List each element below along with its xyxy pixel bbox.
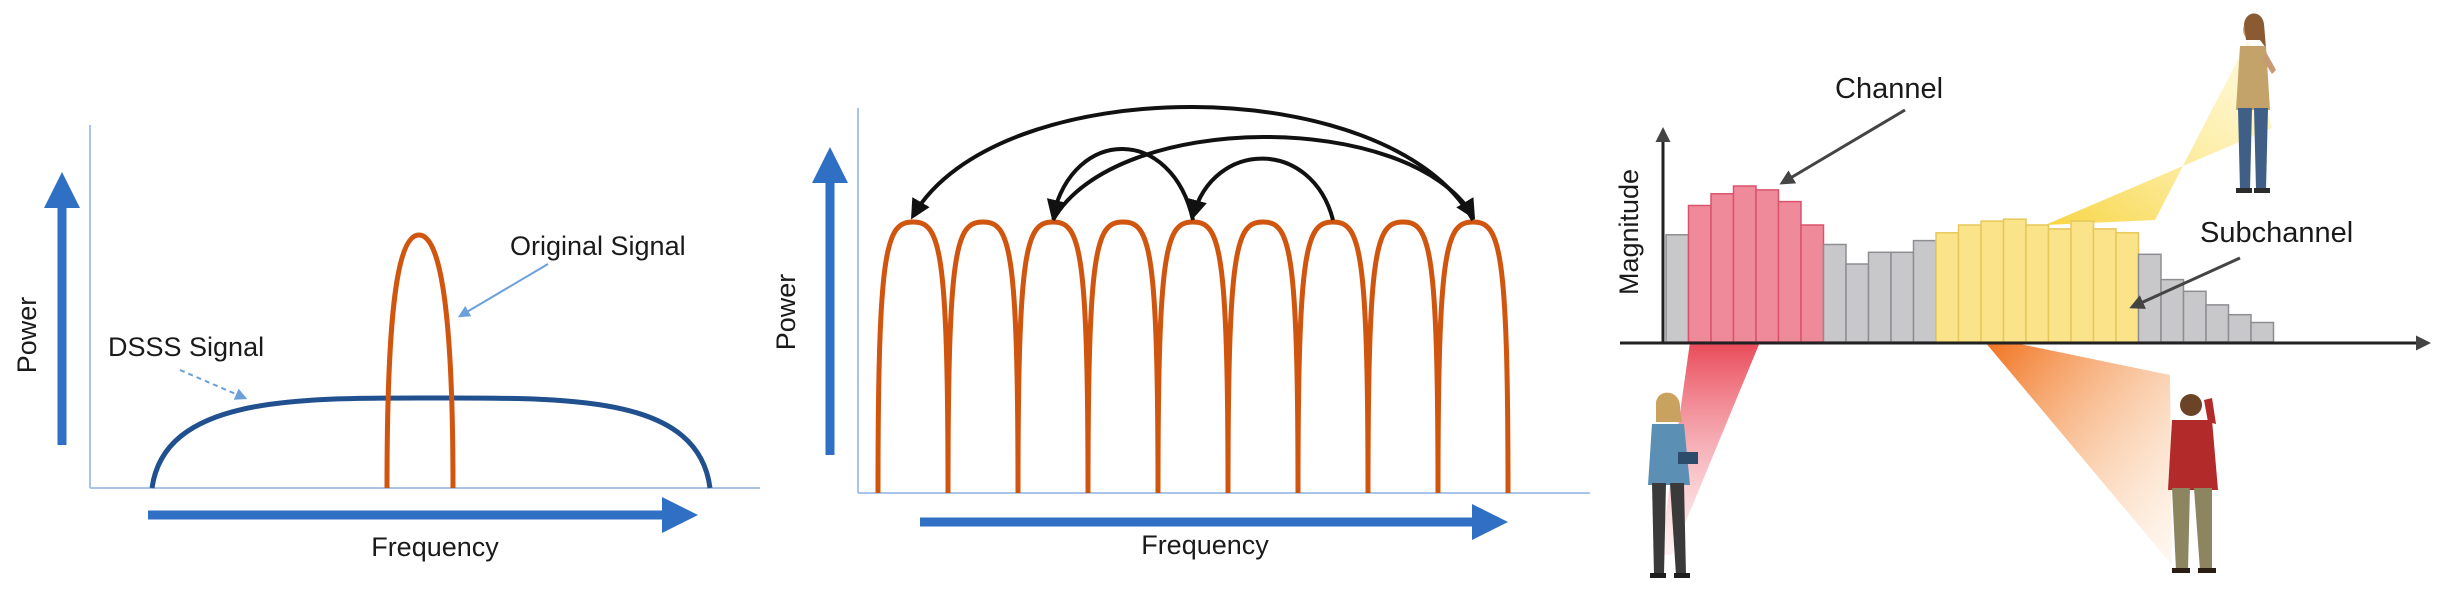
ofdma-bar-1 <box>1665 234 1690 343</box>
fhss-carrier-7 <box>1295 219 1371 494</box>
fhss-hops <box>910 105 1476 221</box>
ofdma-bar-21 <box>2115 232 2140 343</box>
ofdma-bar-17 <box>2025 224 2050 343</box>
subchannel-label: Subchannel <box>2200 217 2353 249</box>
ofdma-bar-2 <box>1687 204 1712 343</box>
ofdma-bar-14 <box>1957 224 1982 343</box>
person-woman-top-icon <box>2236 13 2276 193</box>
fhss-carrier-5 <box>1155 219 1231 494</box>
fhss-hop-arrow-4 <box>1187 156 1335 221</box>
channel-beam-red <box>1660 342 1760 555</box>
fhss-hop-arrow-1 <box>910 105 1475 221</box>
fhss-carrier-9 <box>1435 219 1511 494</box>
fhss-carrier-8 <box>1365 219 1441 494</box>
dsss-spread-curve <box>149 395 713 489</box>
dsss-signal-label: DSSS Signal <box>108 332 264 362</box>
ofdma-bar-19 <box>2070 220 2095 343</box>
original-signal-label: Original Signal <box>510 231 686 261</box>
fhss-carrier-2 <box>945 219 1021 494</box>
ofdma-bar-16 <box>2002 218 2027 343</box>
ofdma-bar-15 <box>1980 220 2005 343</box>
fhss-hop-arrow-3 <box>1046 147 1195 221</box>
ofdma-bar-11 <box>1890 251 1915 343</box>
ofdma-bar-7 <box>1800 224 1825 343</box>
ofdma-bar-10 <box>1867 251 1892 343</box>
ofdma-bar-6 <box>1777 200 1802 343</box>
person-woman-bottom-icon <box>1648 392 1698 578</box>
channel-pointer <box>1779 108 1906 185</box>
dsss-x-axis-label: Frequency <box>371 532 499 562</box>
dsss-signal-pointer <box>179 369 248 400</box>
fhss-hop-arrow-2 <box>1051 135 1476 221</box>
ofdma-bar-3 <box>1710 193 1735 343</box>
ofdma-bar-12 <box>1912 239 1937 343</box>
fhss-carriers <box>875 219 1511 494</box>
ofdma-bar-26 <box>2227 313 2252 343</box>
fhss-carrier-3 <box>1015 219 1091 494</box>
subchannel-beam-yellow <box>2045 40 2272 225</box>
channel-label: Channel <box>1835 73 1943 105</box>
subchannel-pointer <box>2129 256 2241 309</box>
ofdma-bar-8 <box>1822 243 1847 343</box>
fhss-panel: Power Frequency <box>771 105 1590 560</box>
subchannel-beam-orange <box>1985 342 2172 565</box>
fhss-x-axis-label: Frequency <box>1141 530 1269 560</box>
dsss-original-curve <box>384 232 456 489</box>
ofdma-bar-25 <box>2205 304 2230 343</box>
fhss-y-axis-label: Power <box>771 274 801 351</box>
ofdma-bar-9 <box>1845 263 1870 343</box>
ofdma-bar-27 <box>2250 321 2275 343</box>
ofdma-bar-13 <box>1935 232 1960 343</box>
person-man-icon <box>2168 394 2218 573</box>
original-signal-pointer <box>457 263 549 318</box>
magnitude-label: Magnitude <box>1614 169 1644 295</box>
dsss-panel: Power Frequency Original Signal DSSS Sig… <box>12 125 760 562</box>
fhss-carrier-1 <box>875 219 951 494</box>
ofdma-bar-5 <box>1755 189 1780 343</box>
ofdma-bar-24 <box>2182 290 2207 343</box>
ofdma-bar-4 <box>1732 185 1757 343</box>
ofdma-bar-20 <box>2092 228 2117 343</box>
fhss-carrier-4 <box>1085 219 1161 494</box>
ofdma-panel: Magnitude Channel Subchannel <box>1614 13 2431 578</box>
ofdma-bar-18 <box>2047 228 2072 343</box>
dsss-y-axis-label: Power <box>12 297 42 374</box>
fhss-carrier-6 <box>1225 219 1301 494</box>
ofdma-bars <box>1665 185 2275 343</box>
